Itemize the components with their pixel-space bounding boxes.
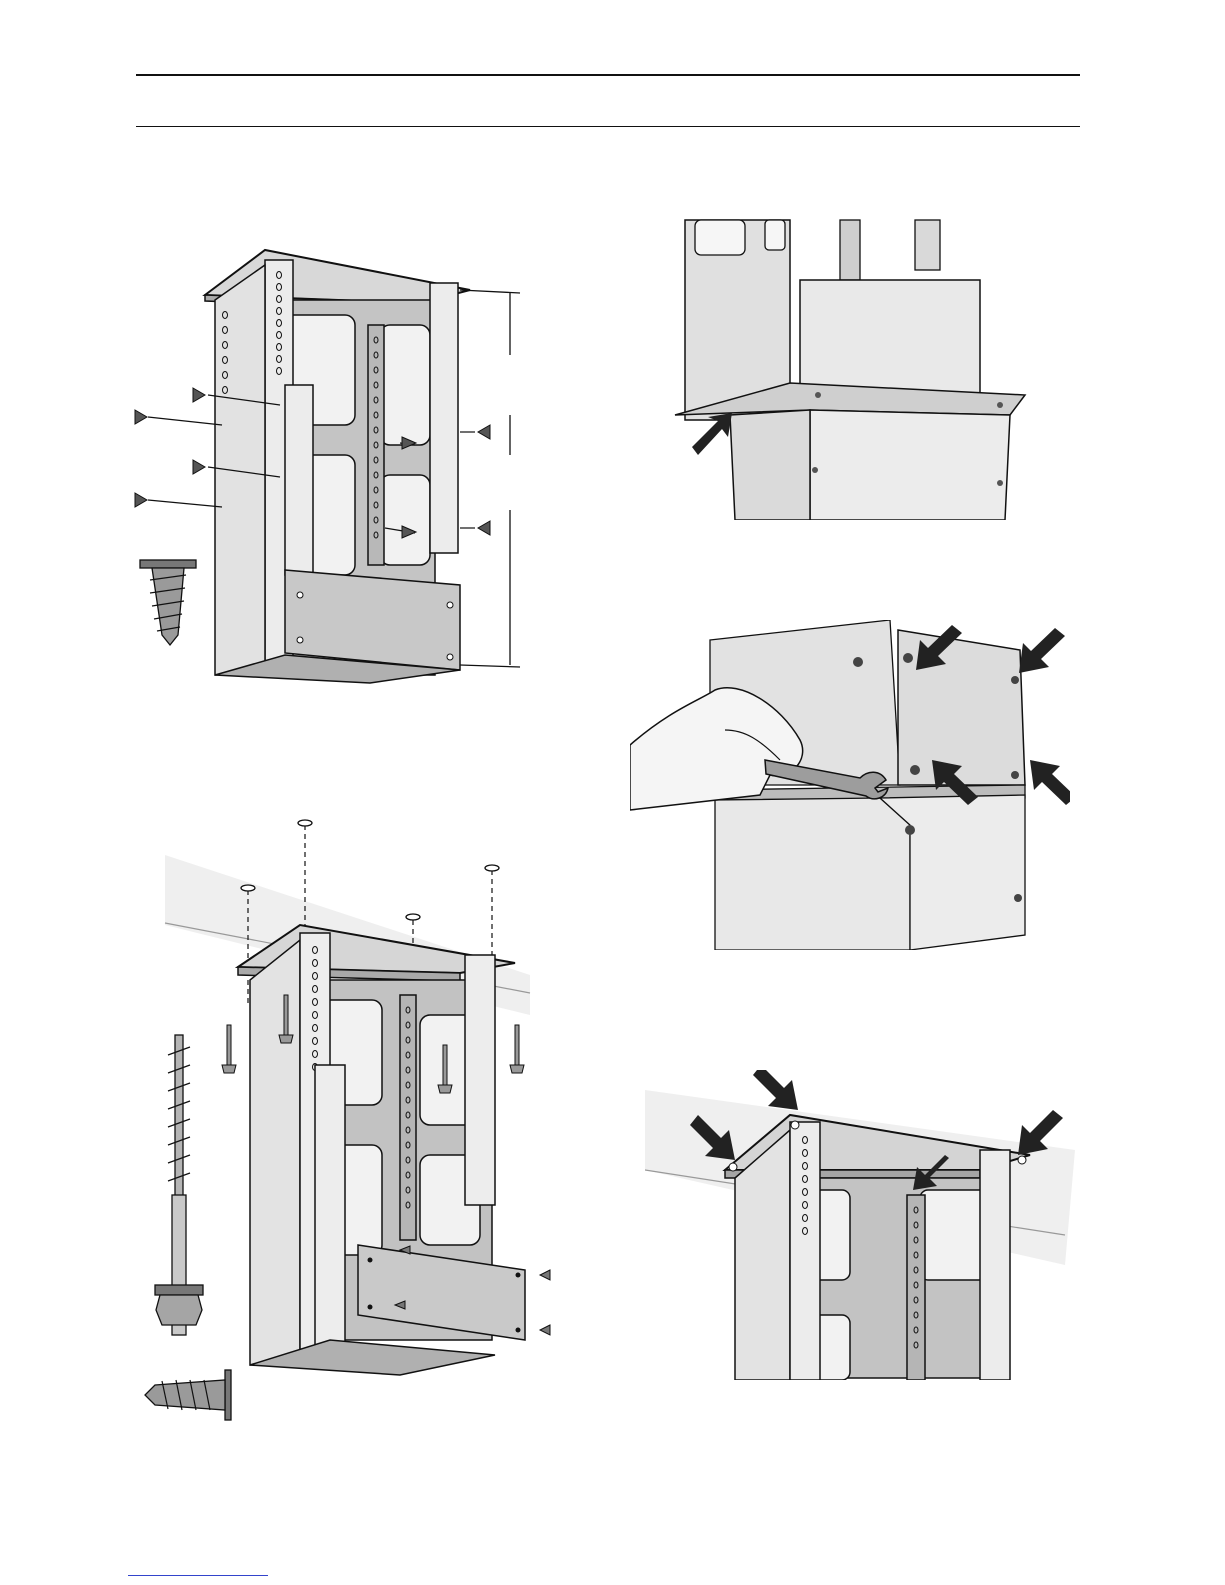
small-screw-icon (145, 1370, 231, 1420)
figure-frame-side-screws (130, 245, 530, 685)
arrow-icon (1019, 628, 1065, 673)
screw-detail-icon (140, 560, 196, 645)
arrow-icon (1030, 760, 1070, 805)
header-rule-bottom (136, 126, 1080, 127)
header-rule-top (136, 74, 1080, 76)
figure-chimney-wrench (630, 620, 1070, 950)
footer-link-underline[interactable] (128, 1575, 268, 1576)
figure-frame-ceiling-mount (130, 815, 560, 1425)
lag-bolt-icon (155, 1035, 203, 1335)
arrow-icon (753, 1070, 798, 1110)
figure-frame-top-arrows (645, 1070, 1075, 1380)
figure-chimney-insert (670, 215, 1030, 520)
